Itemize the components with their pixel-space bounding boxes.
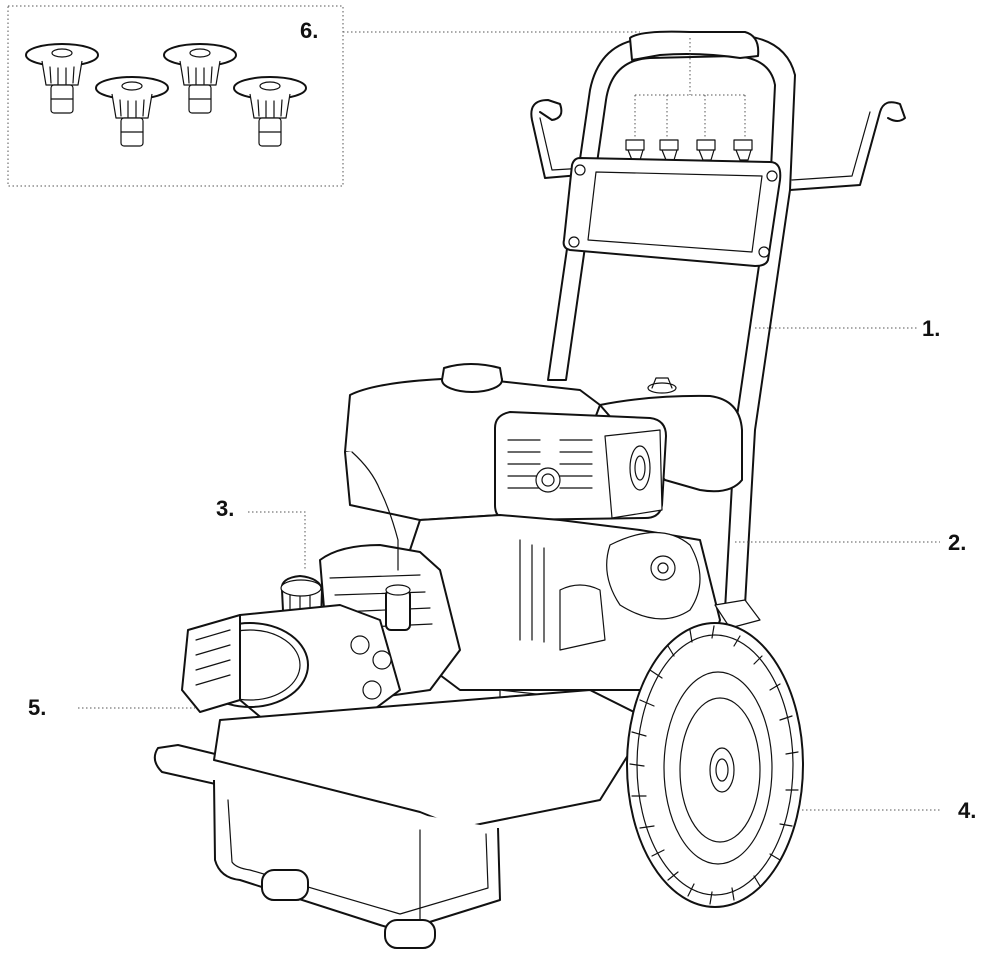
wheel — [626, 599, 804, 908]
chassis-base — [153, 689, 651, 949]
nozzle-tip-1 — [25, 43, 99, 114]
nozzle-tips-inset — [7, 5, 344, 187]
callout-5: 5. — [28, 695, 47, 720]
leader-3 — [248, 511, 306, 570]
callout-3: 3. — [216, 496, 235, 521]
callout-2: 2. — [948, 530, 967, 555]
nozzle-tip-3 — [163, 43, 237, 114]
leader-lines — [78, 31, 940, 811]
callout-1: 1. — [922, 316, 941, 341]
engine — [344, 363, 743, 721]
nozzle-tip-2 — [95, 76, 169, 147]
callout-4: 4. — [958, 798, 977, 823]
pump-assembly — [181, 451, 461, 793]
nozzle-tip-4 — [233, 76, 307, 147]
callout-6: 6. — [300, 18, 319, 43]
